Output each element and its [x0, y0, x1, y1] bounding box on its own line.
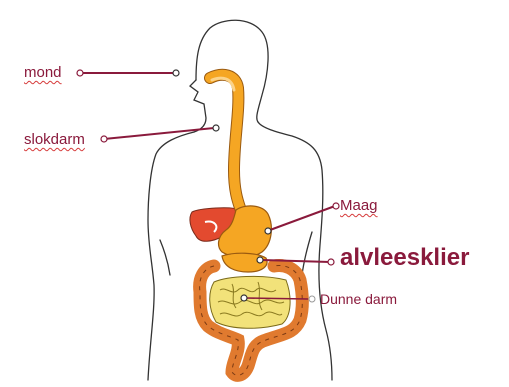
leader-line-dunne-darm — [246, 298, 308, 299]
leader-dot — [101, 136, 107, 142]
label-slokdarm: slokdarm — [24, 131, 85, 148]
label-alvleesklier: alvleesklier — [340, 244, 469, 272]
label-dunne-darm: Dunne darm — [320, 291, 397, 307]
leader-dot — [257, 257, 263, 263]
leader-dot — [309, 296, 315, 302]
leader-dot — [241, 295, 247, 301]
leader-dot — [77, 70, 83, 76]
esophagus-organ — [210, 75, 242, 214]
leader-dot — [173, 70, 179, 76]
leader-line-maag — [270, 206, 335, 230]
small-intestine-organ — [210, 276, 290, 328]
leader-line-slokdarm — [104, 128, 214, 139]
label-mond: mond — [24, 64, 62, 81]
label-maag: Maag — [340, 197, 378, 214]
leader-dot — [333, 203, 339, 209]
leader-dot — [265, 228, 271, 234]
leader-dot — [213, 125, 219, 131]
leader-dot — [328, 259, 334, 265]
